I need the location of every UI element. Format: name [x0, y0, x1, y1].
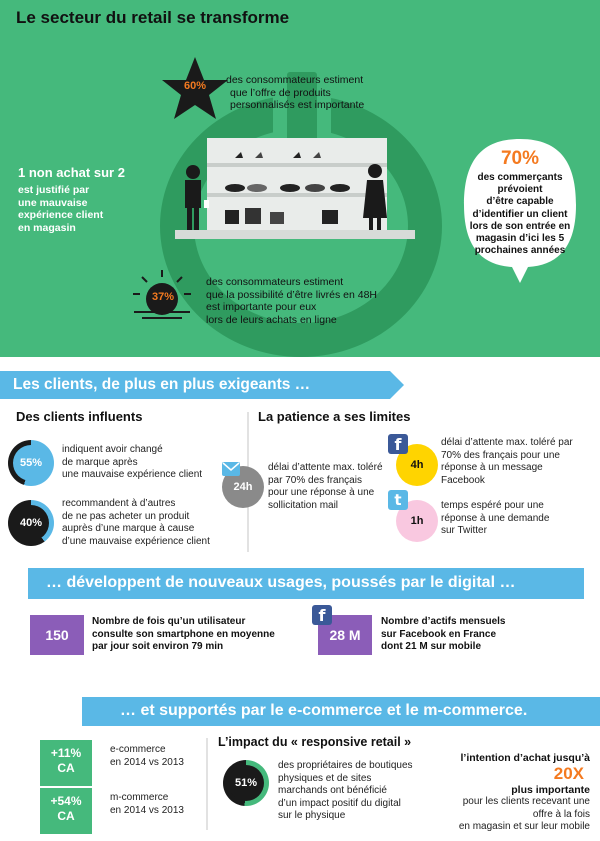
donut-55-label: 55%	[13, 445, 49, 481]
star-text: des consommateurs estiment que l’offre d…	[226, 74, 365, 111]
stat1-text: indiquent avoir changé de marque après u…	[62, 444, 203, 480]
hero-title: Le secteur du retail se transforme	[16, 8, 290, 27]
twitter-text: temps espéré pour une réponse à une dema…	[441, 500, 550, 536]
facebook-text: délai d’attente max. toléré par 70% des …	[441, 437, 573, 486]
sun-text: des consommateurs estiment que la possib…	[206, 276, 378, 326]
facebook-icon: f	[312, 605, 332, 625]
donut-40-label: 40%	[13, 505, 49, 541]
mcommerce-ca-box: +54% CA	[40, 788, 92, 834]
sun-value: 37%	[151, 291, 175, 303]
star-value: 60%	[183, 80, 207, 92]
intent-line1: l’intention d’achat jusqu’à	[460, 752, 590, 764]
intent-text: pour les clients recevant une offre à la…	[458, 796, 590, 832]
smartphone-count-box: 150	[30, 615, 84, 655]
speech-bubble-graphic	[464, 139, 576, 283]
influents-title: Des clients influents	[16, 409, 143, 424]
mail-icon	[222, 462, 240, 476]
stat2-text: recommandent à d’autres de ne pas achete…	[62, 498, 210, 547]
intent-block: l’intention d’achat jusqu’à 20X plus imp…	[430, 752, 590, 834]
left-stat-value: 1 non achat sur 2	[18, 165, 125, 180]
patience-title: La patience a ses limites	[258, 409, 411, 424]
clients-banner: Les clients, de plus en plus exigeants …	[0, 371, 390, 399]
donut-51: 51%	[223, 760, 269, 806]
intent-line2: plus importante	[511, 784, 590, 796]
ecommerce-ca-box: +11% CA	[40, 740, 92, 786]
ecommerce-banner: … et supportés par le e-commerce et le m…	[82, 697, 600, 726]
store-shelf-illustration	[175, 138, 415, 239]
star-icon	[162, 57, 228, 119]
ecommerce-text: e-commerce en 2014 vs 2013	[110, 744, 184, 768]
facebook-icon: f	[388, 434, 408, 454]
donut-40: 40%	[8, 500, 54, 546]
banner-arrow	[390, 371, 404, 399]
left-stat-text: est justifié par une mauvaise expérience…	[18, 184, 104, 234]
sunrise-icon	[133, 270, 191, 319]
facebook-users-text: Nombre d’actifs mensuels sur Facebook en…	[381, 616, 506, 652]
impact-title: L’impact du « responsive retail »	[218, 735, 412, 749]
impact-text: des propriétaires de boutiques physiques…	[278, 760, 413, 821]
twitter-icon: t	[388, 490, 408, 510]
digital-banner: … développent de nouveaux usages, poussé…	[28, 568, 584, 599]
mcommerce-text: m-commerce en 2014 vs 2013	[110, 792, 184, 816]
donut-51-label: 51%	[228, 765, 264, 801]
hero-section: Le secteur du retail se transforme 60% d…	[0, 0, 600, 357]
donut-55: 55%	[8, 440, 54, 486]
mail-text: délai d’attente max. toléré par 70% des …	[268, 462, 383, 511]
smartphone-text: Nombre de fois qu’un utilisateur consult…	[92, 616, 275, 652]
bubble-text: des commerçants prévoient d’être capable…	[469, 172, 571, 257]
intent-value: 20X	[553, 764, 584, 783]
bubble-value: 70%	[500, 148, 540, 169]
column-divider	[206, 738, 208, 830]
